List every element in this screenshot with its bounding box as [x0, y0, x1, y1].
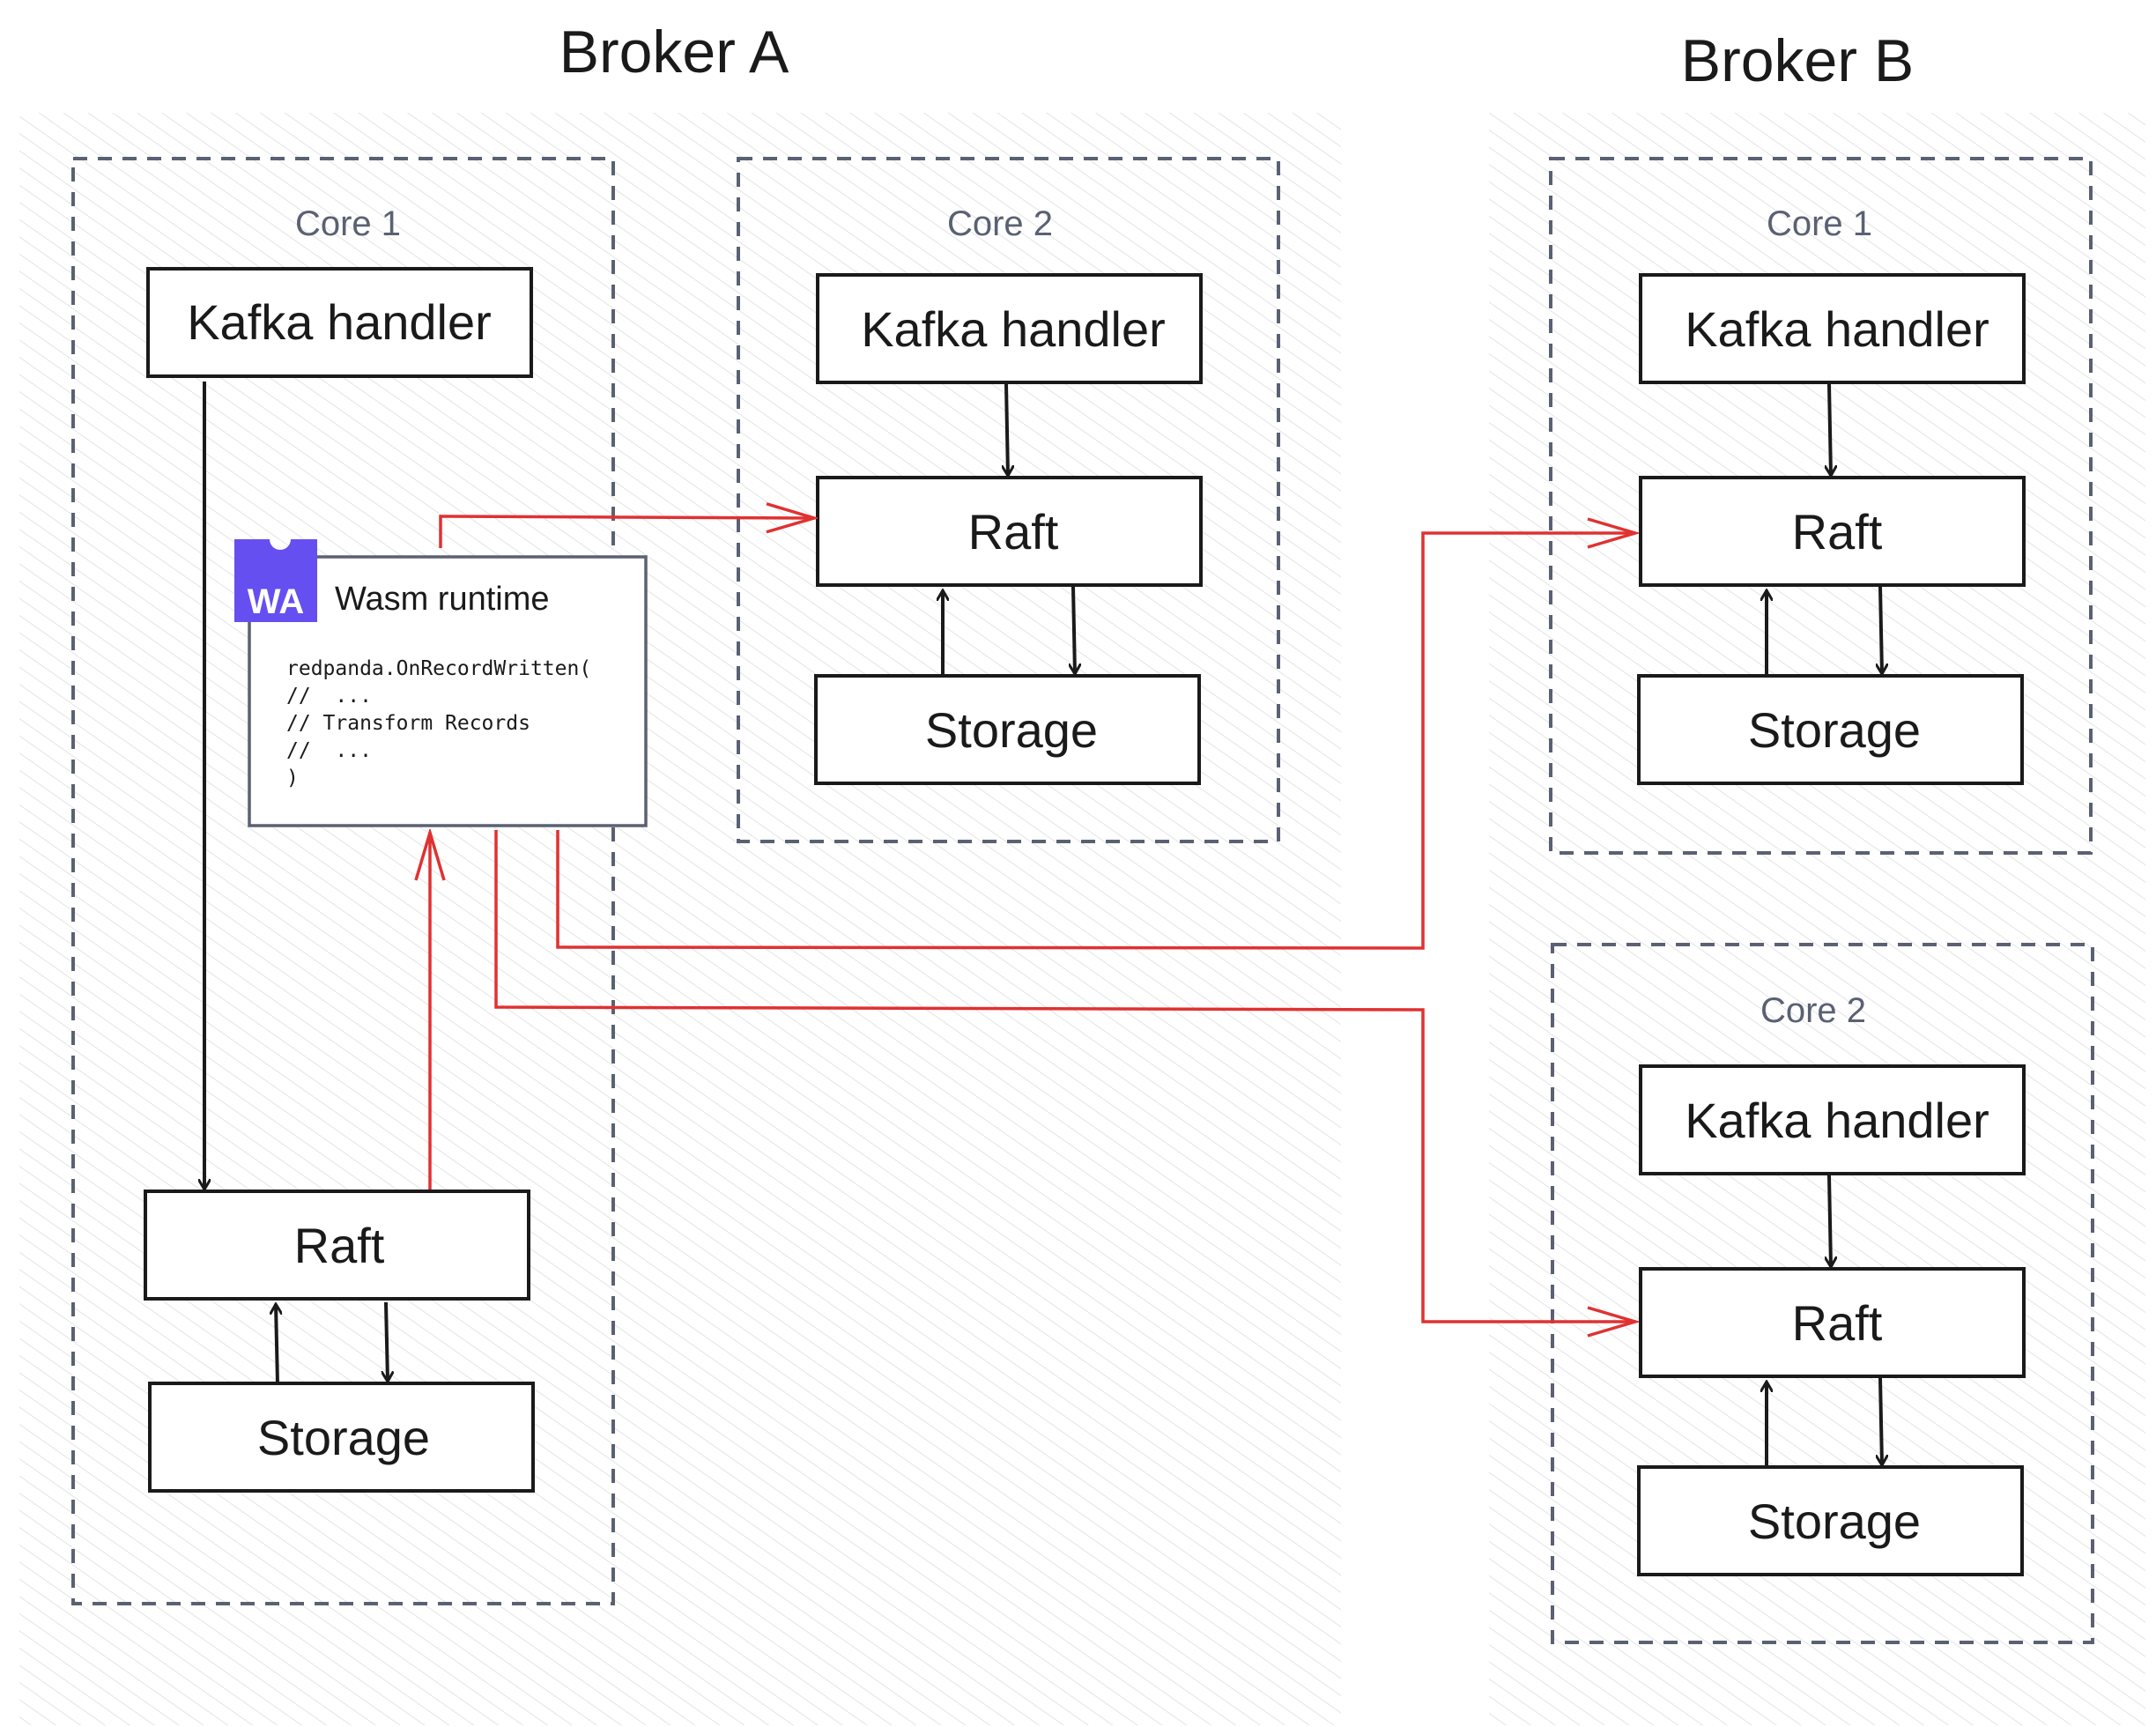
broker-a-core1-kafka-label: Kafka handler [187, 294, 492, 350]
broker-a-core1-container [71, 157, 615, 1605]
broker-b-core2-label: Core 2 [1760, 991, 1866, 1030]
broker-a-core2-kafka-label: Kafka handler [861, 301, 1166, 357]
broker-a-core2-container [737, 157, 1280, 843]
arrow-b1-raft-to-storage [1880, 586, 1882, 674]
arrow-b2-kafka-to-raft [1829, 1175, 1831, 1267]
broker-b-core2-raft-label: Raft [1792, 1295, 1883, 1351]
broker-a-core1-storage-label: Storage [257, 1410, 430, 1465]
broker-b-core1-kafka-label: Kafka handler [1685, 301, 1989, 357]
wasm-code-line-3: // Transform Records [286, 712, 530, 735]
wasm-code-line-5: ) [286, 767, 299, 789]
wasm-code-line-4: // ... [286, 739, 372, 762]
broker-b-core2-storage-label: Storage [1748, 1494, 1921, 1549]
broker-b-core1-container [1549, 157, 2093, 855]
arrow-a2-raft-to-storage [1073, 586, 1075, 674]
broker-a-core1-storage-box [148, 1382, 535, 1493]
broker-b-core1-storage-box [1637, 674, 2024, 785]
broker-b-core2-kafka-label: Kafka handler [1685, 1093, 1989, 1148]
broker-a-core1-kafka-box [146, 267, 533, 378]
broker-a-core1-raft-label: Raft [294, 1218, 385, 1273]
arrow-b1-kafka-to-raft [1829, 383, 1831, 476]
arrow-b2-raft-to-storage [1880, 1377, 1882, 1465]
broker-b-core1-kafka-box [1639, 273, 2026, 384]
wasm-badge-text: WA [248, 582, 304, 621]
broker-a-title: Broker A [559, 19, 789, 85]
broker-a-core2-raft-label: Raft [968, 504, 1059, 560]
broker-a-core2-kafka-box [816, 273, 1203, 384]
arrow-a2-kafka-to-raft [1006, 383, 1008, 476]
red-arrow-wasm-to-b1-raft [556, 533, 1635, 950]
webassembly-logo-icon: WA [234, 539, 317, 622]
broker-a-core2-raft-box [816, 476, 1203, 587]
wasm-code-line-2: // ... [286, 685, 372, 708]
broker-b-core1-storage-label: Storage [1748, 702, 1921, 758]
broker-b-core1-label: Core 1 [1767, 204, 1872, 243]
red-arrow-wasm-to-b2-raft [494, 830, 1635, 1322]
broker-b-core1-raft-label: Raft [1792, 504, 1883, 560]
broker-a-core2-storage-box [814, 674, 1201, 785]
broker-b-title: Broker B [1681, 27, 1915, 94]
broker-a-core1-label: Core 1 [295, 204, 401, 243]
broker-b-core2-storage-box [1637, 1465, 2024, 1576]
broker-a-core2-label: Core 2 [947, 204, 1053, 243]
broker-b-core1-raft-box [1639, 476, 2026, 587]
arrow-a1-raft-to-storage [386, 1301, 388, 1382]
arrow-a1-storage-to-raft [276, 1304, 278, 1384]
wasm-runtime-title: Wasm runtime [335, 581, 550, 618]
broker-a-core2-storage-label: Storage [925, 702, 1098, 758]
broker-a-core1-raft-box [144, 1190, 530, 1301]
broker-b-core2-kafka-box [1639, 1064, 2026, 1175]
broker-b-core2-container [1551, 943, 2094, 1644]
wasm-code-line-1: redpanda.OnRecordWritten( [286, 657, 591, 680]
red-arrow-wasm-to-a2-raft [439, 516, 814, 548]
